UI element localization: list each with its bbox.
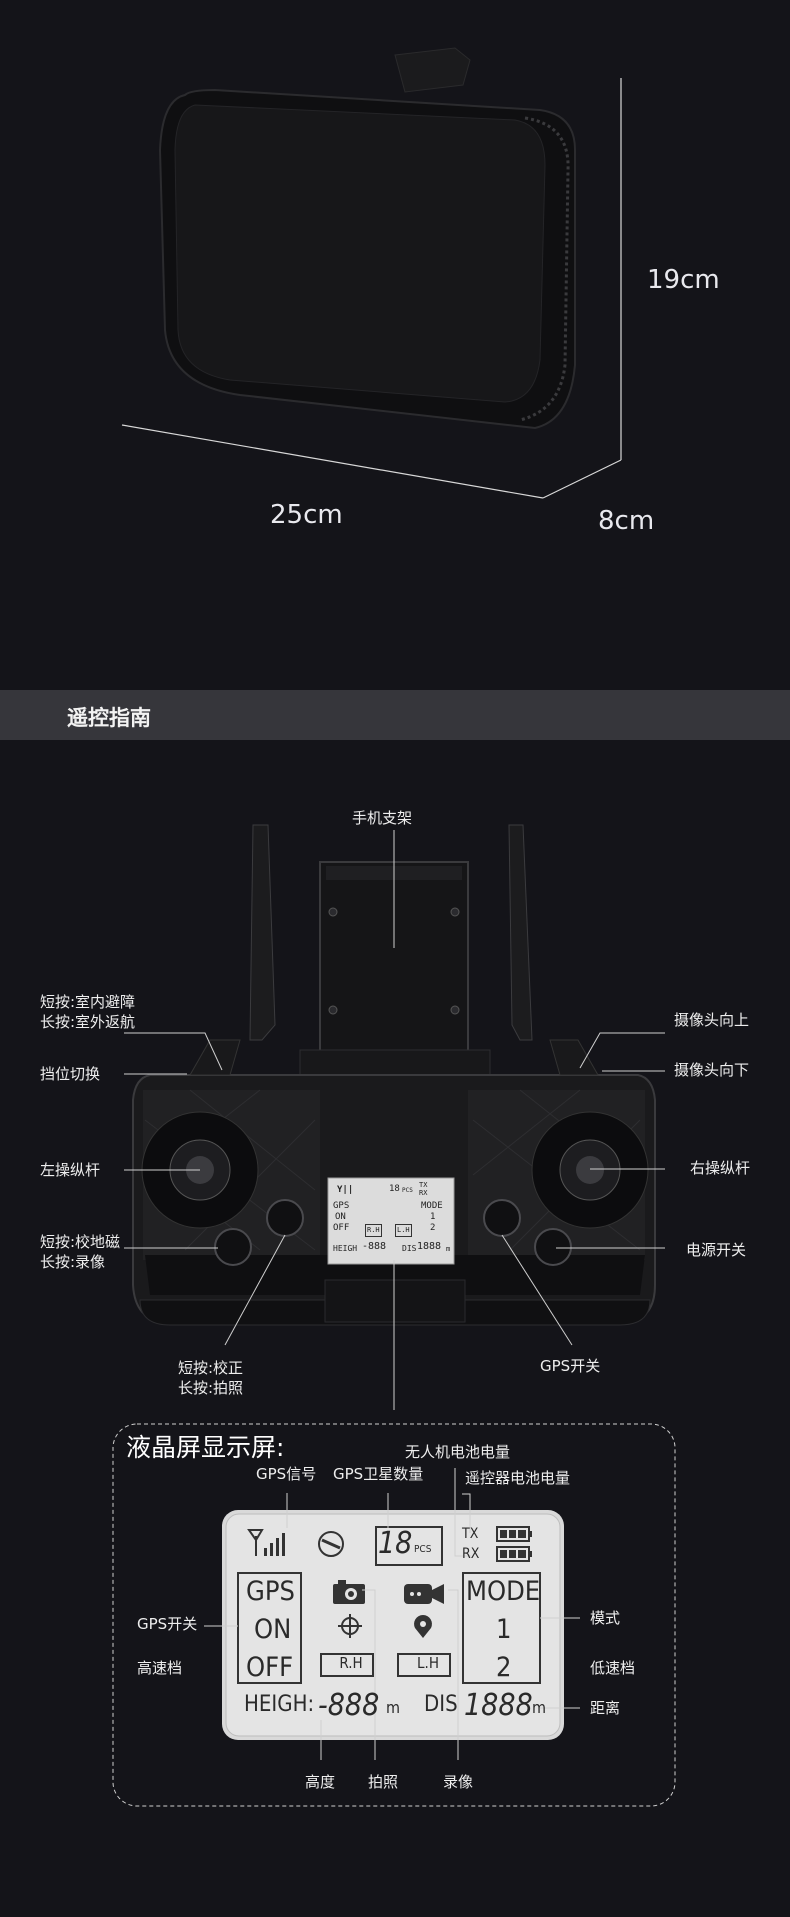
lcd-off: OFF xyxy=(246,1652,294,1683)
dimension-lines xyxy=(121,78,622,499)
mini-pcs: PCS xyxy=(402,1187,413,1194)
label-left-stick: 左操纵杆 xyxy=(40,1161,101,1179)
label-altitude: 高度 xyxy=(305,1773,336,1791)
mini-off: OFF xyxy=(333,1223,350,1233)
label-long-press-record: 长按:录像 xyxy=(40,1253,106,1271)
mini-two: 2 xyxy=(430,1223,436,1233)
lcd-heigh-value: -888 xyxy=(318,1688,380,1723)
mini-heigh-val: -888 xyxy=(362,1241,387,1252)
label-long-press-return: 长按:室外返航 xyxy=(40,1013,136,1031)
camera-icon xyxy=(333,1580,365,1604)
label-gps-switch-remote: GPS开关 xyxy=(540,1357,601,1375)
lcd-two: 2 xyxy=(496,1652,512,1683)
mini-signal-icon: Y|| xyxy=(337,1185,354,1195)
case-depth-label: 8cm xyxy=(598,506,655,536)
lcd-dis: DIS xyxy=(424,1692,458,1717)
lcd-panel-frame xyxy=(112,1423,676,1807)
mini-lh: L.H xyxy=(395,1224,412,1237)
label-gps-signal: GPS信号 xyxy=(256,1465,317,1483)
label-distance: 距离 xyxy=(590,1699,621,1717)
label-camera-down: 摄像头向下 xyxy=(674,1061,750,1079)
mini-on: ON xyxy=(335,1212,346,1222)
lcd-dis-unit: m xyxy=(532,1698,547,1717)
section-title: 遥控指南 xyxy=(67,706,151,730)
lcd-heigh-unit: m xyxy=(386,1698,401,1717)
label-short-press-calibrate: 短按:校正 xyxy=(178,1359,244,1377)
lcd-gps: GPS xyxy=(246,1576,295,1607)
label-remote-battery: 遥控器电池电量 xyxy=(465,1469,571,1487)
label-power-switch: 电源开关 xyxy=(686,1241,747,1259)
lcd-dis-value: 1888 xyxy=(464,1688,533,1723)
label-gps-satellites: GPS卫星数量 xyxy=(333,1465,424,1483)
label-gps-switch: GPS开关 xyxy=(137,1615,198,1633)
label-mode: 模式 xyxy=(590,1609,621,1627)
remote-mini-lcd: Y|| 18 PCS TX RX GPS ON OFF MODE 1 2 R.H… xyxy=(329,1179,453,1263)
label-short-press-compass: 短按:校地磁 xyxy=(40,1233,121,1251)
mini-dis-val: 1888 xyxy=(417,1241,442,1252)
lcd-callout-lines xyxy=(204,1468,580,1760)
remote-battery-icon xyxy=(496,1546,532,1562)
signal-bars-icon xyxy=(247,1529,285,1556)
lcd-panel-title: 液晶屏显示屏: xyxy=(126,1433,285,1462)
crosshair-icon xyxy=(338,1614,362,1638)
carrying-case-image xyxy=(158,47,576,430)
section-banner: 遥控指南 xyxy=(0,690,790,740)
mini-heigh: HEIGH xyxy=(333,1244,358,1253)
satellite-icon xyxy=(318,1531,344,1557)
lcd-on: ON xyxy=(254,1614,292,1645)
lcd-rh: R.H xyxy=(339,1654,363,1672)
drone-battery-icon xyxy=(496,1526,532,1542)
lcd-pcs-value: 18 xyxy=(378,1526,413,1561)
video-camera-icon xyxy=(404,1584,444,1604)
mini-mode: MODE xyxy=(421,1201,443,1211)
label-photo: 拍照 xyxy=(368,1773,399,1791)
label-record: 录像 xyxy=(443,1773,474,1791)
mini-tx: TX xyxy=(419,1181,428,1189)
label-drone-battery: 无人机电池电量 xyxy=(405,1443,511,1461)
mini-m: m xyxy=(446,1245,451,1253)
label-camera-up: 摄像头向上 xyxy=(674,1011,750,1029)
mini-rh: R.H xyxy=(365,1224,382,1237)
case-width-label: 25cm xyxy=(270,500,343,530)
label-long-press-photo: 长按:拍照 xyxy=(178,1379,244,1397)
label-gear-switch: 挡位切换 xyxy=(40,1065,101,1083)
label-phone-holder: 手机支架 xyxy=(352,809,413,827)
lcd-screen: 18 PCS TX RX GPS ON OFF MODE 1 2 R.H L.H… xyxy=(226,1514,560,1736)
lcd-one: 1 xyxy=(496,1614,512,1645)
lcd-lh: L.H xyxy=(417,1654,439,1672)
lcd-tx: TX xyxy=(462,1526,479,1542)
lcd-heigh: HEIGH: xyxy=(244,1692,315,1717)
mini-dis: DIS xyxy=(402,1244,417,1253)
label-low-speed: 低速档 xyxy=(590,1659,636,1677)
case-height-label: 19cm xyxy=(647,265,720,295)
lcd-rx: RX xyxy=(462,1546,480,1562)
label-high-speed: 高速档 xyxy=(137,1659,183,1677)
lcd-pcs: PCS xyxy=(414,1544,432,1555)
mini-pcs-value: 18 xyxy=(389,1184,400,1194)
lcd-mode: MODE xyxy=(466,1576,541,1607)
mini-rx: RX xyxy=(419,1189,428,1197)
label-right-stick: 右操纵杆 xyxy=(690,1159,751,1177)
mini-one: 1 xyxy=(430,1212,436,1222)
remote-callout-lines xyxy=(124,830,665,1410)
mini-gps: GPS xyxy=(333,1201,350,1211)
location-pin-icon xyxy=(414,1615,432,1638)
label-short-press-indoor: 短按:室内避障 xyxy=(40,993,136,1011)
lcd-screen-frame xyxy=(222,1510,564,1740)
